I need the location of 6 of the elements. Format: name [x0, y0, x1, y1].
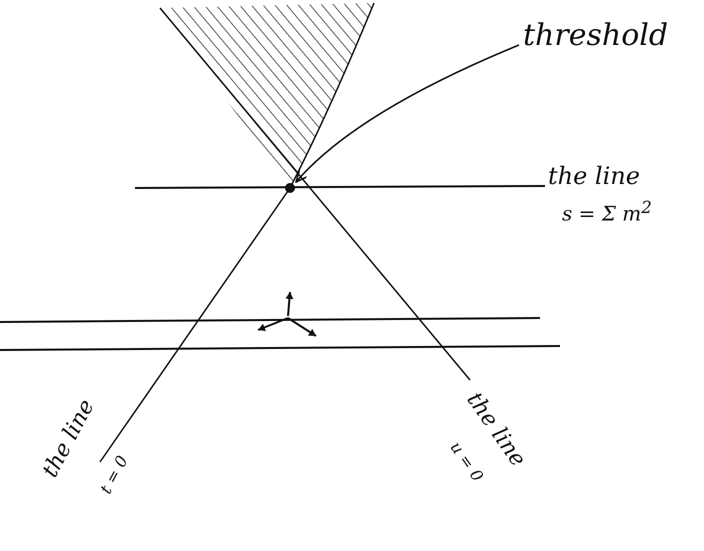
threshold-point — [285, 183, 295, 193]
equation: u = 0 — [446, 438, 488, 485]
line-label: the line — [548, 162, 640, 190]
threshold-text: threshold — [523, 18, 668, 53]
equation: s = Σ m$^{2}$ — [562, 198, 652, 226]
leader-line — [295, 44, 520, 183]
